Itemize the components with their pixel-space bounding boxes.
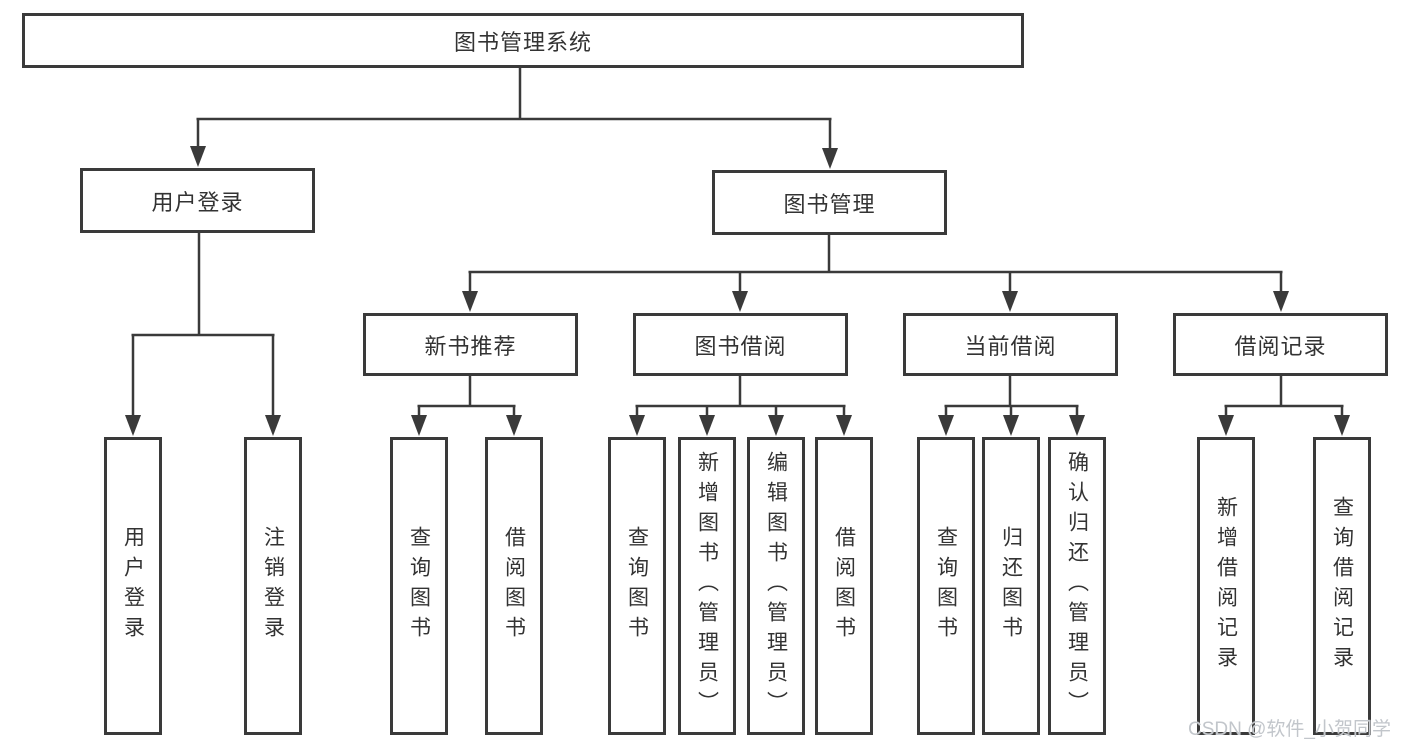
leaf-borrow-books-borrowing: 借阅图书 <box>815 437 873 735</box>
leaf-edit-book-admin: 编辑图书（管理员） <box>747 437 805 735</box>
node-label: 图书借阅 <box>694 333 787 359</box>
node-label: 注销登录 <box>261 526 285 646</box>
leaf-add-borrow-record: 新增借阅记录 <box>1197 437 1255 735</box>
node-label: 新书推荐 <box>424 333 517 359</box>
node-label: 用户登录 <box>121 526 145 646</box>
leaf-return-book: 归还图书 <box>982 437 1040 735</box>
node-label: 新增借阅记录 <box>1214 496 1238 676</box>
leaf-query-borrow-record: 查询借阅记录 <box>1313 437 1371 735</box>
node-label: 图书管理 <box>783 191 876 217</box>
node-book-borrowing: 图书借阅 <box>633 313 848 376</box>
node-borrowing-records: 借阅记录 <box>1173 313 1388 376</box>
node-current-borrowing: 当前借阅 <box>903 313 1118 376</box>
connector-current-borrowing-to-leaves <box>938 376 1085 436</box>
node-label: 用户登录 <box>151 189 244 215</box>
node-label: 图书管理系统 <box>453 29 592 55</box>
csdn-watermark: CSDN @软件_小贺同学 <box>1188 719 1391 740</box>
leaf-logout: 注销登录 <box>244 437 302 735</box>
node-user-login: 用户登录 <box>80 168 315 233</box>
node-label: 新增图书（管理员） <box>695 451 719 721</box>
leaf-borrow-books-recommend: 借阅图书 <box>485 437 543 735</box>
leaf-confirm-return-admin: 确认归还（管理员） <box>1048 437 1106 735</box>
node-label: 查询图书 <box>934 526 958 646</box>
node-label: 查询图书 <box>407 526 431 646</box>
connector-book-management-to-level2 <box>462 235 1289 312</box>
node-label: 借阅图书 <box>502 526 526 646</box>
node-label: 查询图书 <box>625 526 649 646</box>
node-label: 借阅记录 <box>1234 333 1327 359</box>
connector-new-book-recommendation-to-leaves <box>411 376 522 436</box>
leaf-add-book-admin: 新增图书（管理员） <box>678 437 736 735</box>
node-new-book-recommendation: 新书推荐 <box>363 313 578 376</box>
node-label: 借阅图书 <box>832 526 856 646</box>
node-label: 归还图书 <box>999 526 1023 646</box>
connector-borrowing-records-to-leaves <box>1218 376 1350 436</box>
node-label: 查询借阅记录 <box>1330 496 1354 676</box>
connector-user-login-to-leaves <box>125 233 281 436</box>
node-label: 编辑图书（管理员） <box>764 451 788 721</box>
node-library-management-system: 图书管理系统 <box>22 13 1024 68</box>
leaf-query-books-recommend: 查询图书 <box>390 437 448 735</box>
connector-root-to-level1 <box>190 68 838 169</box>
leaf-user-login: 用户登录 <box>104 437 162 735</box>
node-label: 当前借阅 <box>964 333 1057 359</box>
node-label: 确认归还（管理员） <box>1065 451 1089 721</box>
connector-book-borrowing-to-leaves <box>629 376 852 436</box>
leaf-query-books-current: 查询图书 <box>917 437 975 735</box>
node-book-management: 图书管理 <box>712 170 947 235</box>
leaf-query-books-borrowing: 查询图书 <box>608 437 666 735</box>
